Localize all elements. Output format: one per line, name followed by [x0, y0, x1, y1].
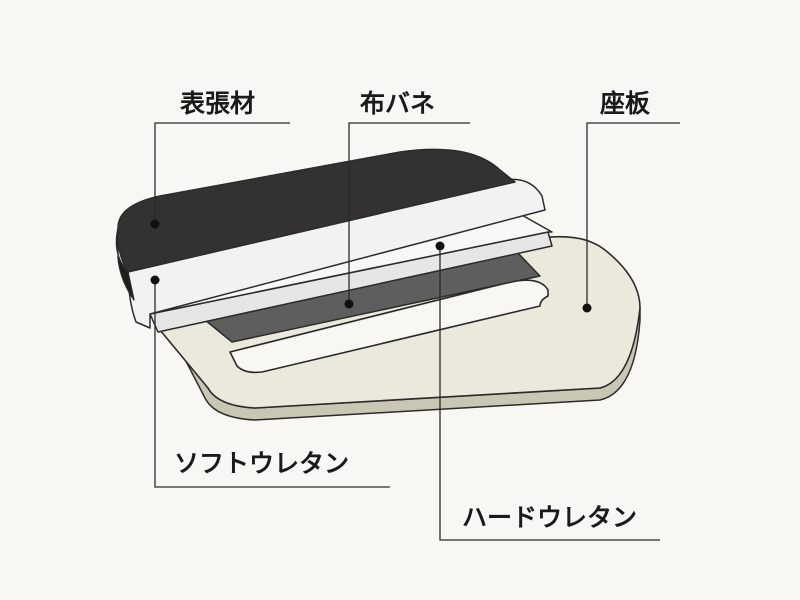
- cover-marker-dot: [150, 219, 160, 229]
- label-seat-board: 座板: [600, 89, 650, 118]
- seat-board-marker-dot: [582, 303, 592, 313]
- leader-line-seat-board: [586, 122, 680, 308]
- cushion-layer: [115, 148, 546, 329]
- cover-top: [116, 148, 516, 273]
- leader-line-cover: [154, 122, 290, 224]
- cover-side: [115, 227, 135, 301]
- leader-line-hard-urethane: [439, 246, 660, 541]
- leader-line-soft-urethane: [154, 280, 390, 488]
- hard-urethane-marker-dot: [435, 241, 445, 251]
- label-hard-urethane: ハードウレタン: [462, 503, 637, 532]
- leader-line-fabric-spring: [348, 122, 470, 304]
- label-fabric-spring: 布バネ: [360, 89, 435, 118]
- label-soft-urethane: ソフトウレタン: [174, 449, 349, 478]
- fabric-spring-marker-dot: [344, 299, 354, 309]
- soft-urethane-marker-dot: [150, 275, 160, 285]
- label-cover: 表張材: [180, 89, 255, 118]
